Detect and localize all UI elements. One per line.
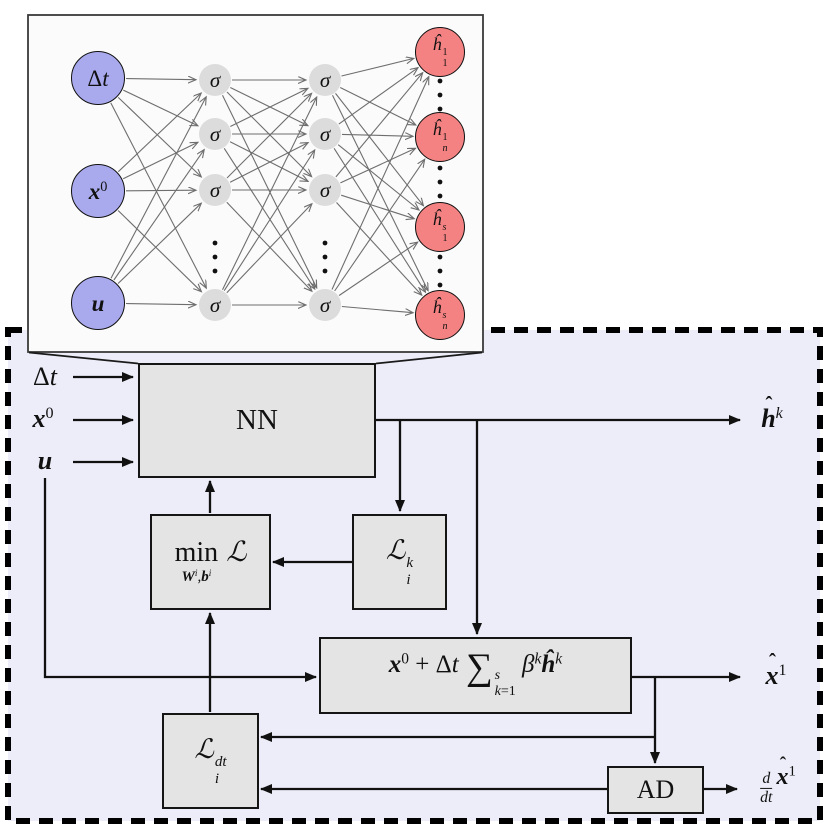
zoom-trapezoid-right-line	[375, 351, 483, 365]
minimize-loss-block: min Wi,bi ℒ	[150, 514, 271, 610]
nn-block: NN	[138, 363, 376, 478]
ad-block-label: AD	[636, 775, 675, 804]
nn-block-label: NN	[236, 404, 278, 436]
zoom-trapezoid-left-line	[28, 351, 139, 365]
pipeline-wires	[43, 372, 741, 794]
network-edges	[110, 58, 429, 312]
min-subscript: Wi,bi	[181, 568, 212, 585]
network-panel-frame	[27, 14, 484, 353]
ellipsis-dots	[212, 78, 443, 288]
input-label-x0: x0	[32, 404, 54, 433]
input-label-delta-t: Δt	[33, 362, 57, 391]
wire-u-to-integrator	[43, 478, 317, 682]
min-argument: ℒ	[226, 537, 247, 568]
ad-block: AD	[607, 766, 704, 814]
minimize-loss-label: min Wi,bi ℒ	[175, 535, 247, 589]
min-operator: min	[174, 537, 219, 568]
input-label-u: u	[37, 446, 53, 475]
